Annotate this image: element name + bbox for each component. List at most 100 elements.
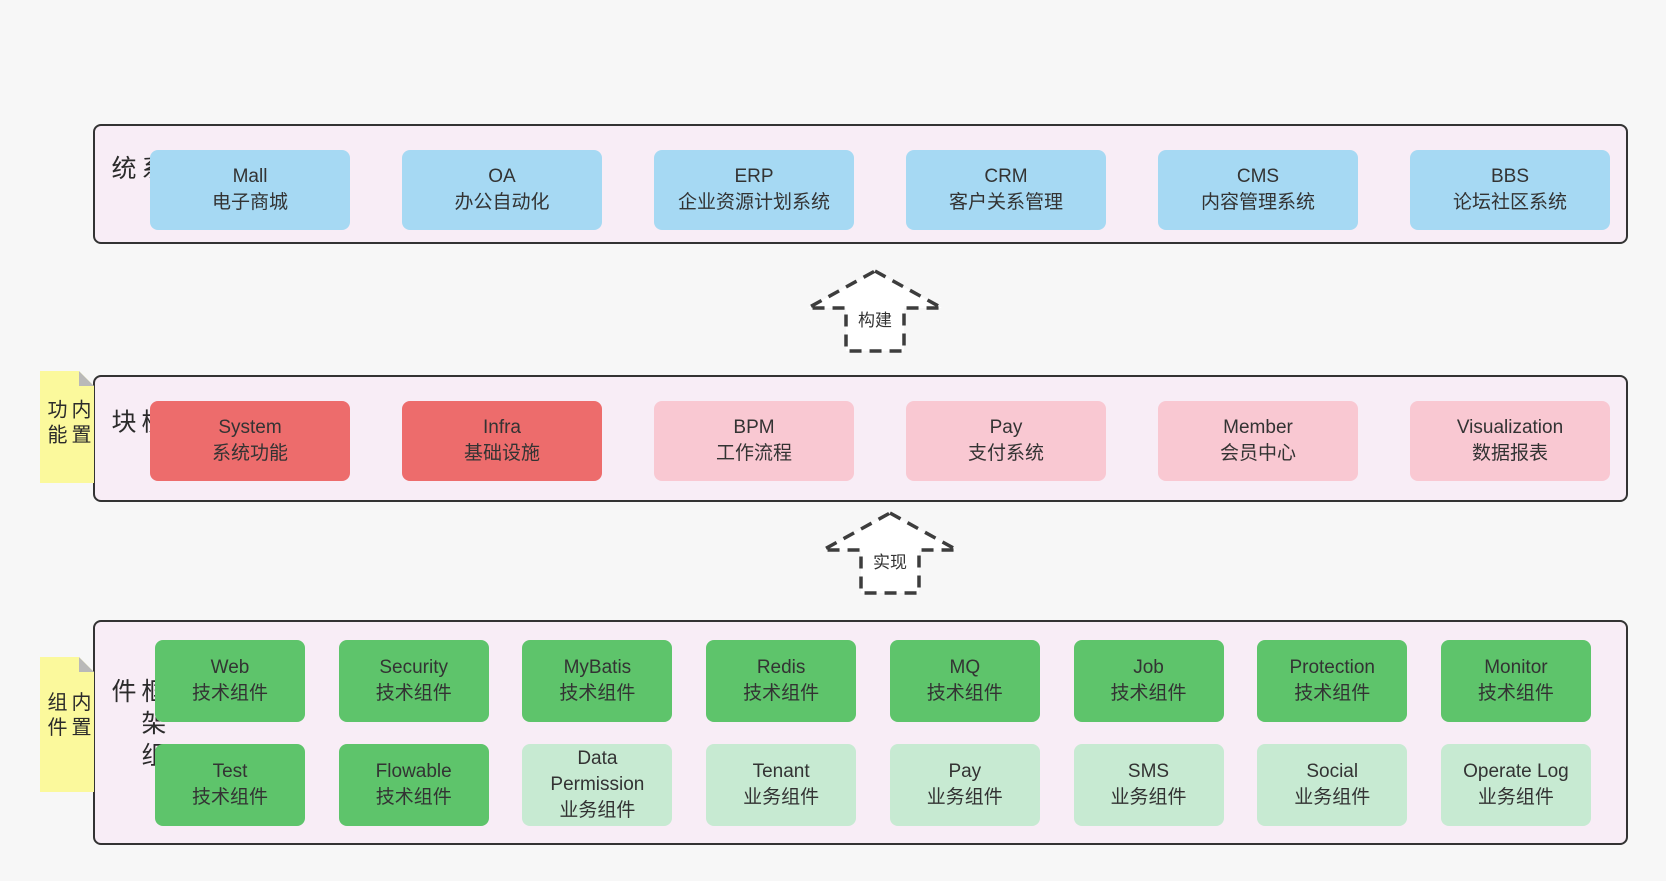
box-test: Test 技术组件 (155, 744, 305, 826)
box-title: ERP (734, 166, 774, 187)
box-subtitle: 论坛社区系统 (1452, 192, 1567, 213)
box-subtitle: 技术组件 (375, 683, 452, 704)
tag-label: 内置组件 (44, 690, 90, 741)
framework-row-2: Test 技术组件 Flowable 技术组件 Data Permission … (155, 744, 1591, 826)
box-subtitle: 支付系统 (967, 443, 1044, 464)
box-bpm: BPM 工作流程 (654, 401, 854, 481)
arrow-implement-label: 实现 (870, 548, 910, 573)
box-title: Infra (482, 417, 522, 438)
box-oa: OA 办公自动化 (402, 150, 602, 230)
box-tenant: Tenant 业务组件 (706, 744, 857, 826)
box-subtitle: 基础设施 (463, 443, 540, 464)
box-subtitle: 技术组件 (1477, 683, 1554, 704)
box-title: Member (1223, 417, 1293, 438)
box-monitor: Monitor 技术组件 (1440, 640, 1591, 722)
tag-built-in-features: 内置功能 (40, 371, 94, 483)
module-boxes-row: System 系统功能 Infra 基础设施 BPM 工作流程 Pay 支付系统… (150, 401, 1610, 481)
box-title: Data Permission (550, 748, 645, 795)
box-subtitle: 企业资源计划系统 (677, 192, 830, 213)
box-title: Mall (232, 166, 268, 187)
framework-rows: Web 技术组件 Security 技术组件 MyBatis 技术组件 Redi… (155, 640, 1591, 826)
box-data-permission: Data Permission 业务组件 (522, 744, 673, 826)
box-erp: ERP 企业资源计划系统 (654, 150, 854, 230)
box-title: CRM (984, 166, 1028, 187)
box-pay: Pay 支付系统 (906, 401, 1106, 481)
box-mybatis: MyBatis 技术组件 (522, 640, 673, 722)
fold-corner-icon (79, 657, 94, 672)
box-visualization: Visualization 数据报表 (1410, 401, 1610, 481)
box-title: Pay (989, 417, 1023, 438)
box-subtitle: 技术组件 (375, 787, 452, 808)
box-subtitle: 业务组件 (1110, 787, 1187, 808)
box-subtitle: 业务组件 (1294, 787, 1371, 808)
box-subtitle: 内容管理系统 (1200, 192, 1315, 213)
box-subtitle: 技术组件 (191, 683, 268, 704)
box-flowable: Flowable 技术组件 (338, 744, 489, 826)
box-title: Flowable (375, 761, 452, 782)
layer-framework-components: 内置组件 框架组件 Web 技术组件 Security 技术组件 MyBatis… (93, 620, 1628, 845)
box-subtitle: 数据报表 (1471, 443, 1548, 464)
box-cms: CMS 内容管理系统 (1158, 150, 1358, 230)
box-title: BBS (1490, 166, 1530, 187)
box-title: BPM (733, 417, 775, 438)
box-member: Member 会员中心 (1158, 401, 1358, 481)
box-mq: MQ 技术组件 (889, 640, 1040, 722)
business-boxes-row: Mall 电子商城 OA 办公自动化 ERP 企业资源计划系统 CRM 客户关系… (150, 150, 1610, 230)
box-subtitle: 业务组件 (743, 787, 820, 808)
arrow-implement: 实现 (815, 510, 965, 596)
box-subtitle: 会员中心 (1219, 443, 1296, 464)
box-web: Web 技术组件 (155, 640, 305, 722)
box-title: CMS (1236, 166, 1280, 187)
box-title: Test (212, 761, 248, 782)
fold-corner-icon (79, 371, 94, 386)
box-title: SMS (1127, 761, 1170, 782)
box-redis: Redis 技术组件 (706, 640, 857, 722)
box-title: Web (210, 657, 250, 678)
box-social: Social 业务组件 (1257, 744, 1408, 826)
box-subtitle: 办公自动化 (454, 192, 550, 213)
box-title: Monitor (1484, 657, 1548, 678)
box-title: Redis (756, 657, 806, 678)
box-subtitle: 业务组件 (1477, 787, 1554, 808)
box-subtitle: 工作流程 (715, 443, 792, 464)
box-subtitle: 技术组件 (926, 683, 1003, 704)
box-title: OA (488, 166, 516, 187)
box-title: Visualization (1456, 417, 1564, 438)
box-title: Protection (1289, 657, 1375, 678)
box-security: Security 技术组件 (338, 640, 489, 722)
box-title: Security (379, 657, 449, 678)
box-infra: Infra 基础设施 (402, 401, 602, 481)
box-subtitle: 技术组件 (191, 787, 268, 808)
box-job: Job 技术组件 (1073, 640, 1224, 722)
box-title: Pay (948, 761, 982, 782)
tag-built-in-components: 内置组件 (40, 657, 94, 792)
layer-business-systems: 业务系统 Mall 电子商城 OA 办公自动化 ERP 企业资源计划系统 CRM… (93, 124, 1628, 244)
box-sms: SMS 业务组件 (1073, 744, 1224, 826)
arrow-build-label: 构建 (855, 306, 895, 331)
box-title: MQ (949, 657, 981, 678)
box-protection: Protection 技术组件 (1257, 640, 1408, 722)
box-crm: CRM 客户关系管理 (906, 150, 1106, 230)
box-title: Social (1306, 761, 1359, 782)
box-title: Tenant (752, 761, 810, 782)
box-subtitle: 技术组件 (559, 683, 636, 704)
box-subtitle: 业务组件 (559, 800, 636, 821)
box-subtitle: 技术组件 (743, 683, 820, 704)
box-title: Job (1133, 657, 1164, 678)
tag-label: 内置功能 (44, 399, 90, 449)
box-operate-log: Operate Log 业务组件 (1440, 744, 1591, 826)
box-subtitle: 业务组件 (926, 787, 1003, 808)
box-bbs: BBS 论坛社区系统 (1410, 150, 1610, 230)
box-title: MyBatis (563, 657, 632, 678)
framework-row-1: Web 技术组件 Security 技术组件 MyBatis 技术组件 Redi… (155, 640, 1591, 722)
box-subtitle: 技术组件 (1294, 683, 1371, 704)
box-title: Operate Log (1463, 761, 1569, 782)
box-pay-component: Pay 业务组件 (889, 744, 1040, 826)
box-subtitle: 电子商城 (211, 192, 288, 213)
box-title: System (218, 417, 282, 438)
box-subtitle: 客户关系管理 (948, 192, 1063, 213)
box-subtitle: 系统功能 (211, 443, 288, 464)
layer-common-modules: 内置功能 通用模块 System 系统功能 Infra 基础设施 BPM 工作流… (93, 375, 1628, 502)
box-mall: Mall 电子商城 (150, 150, 350, 230)
